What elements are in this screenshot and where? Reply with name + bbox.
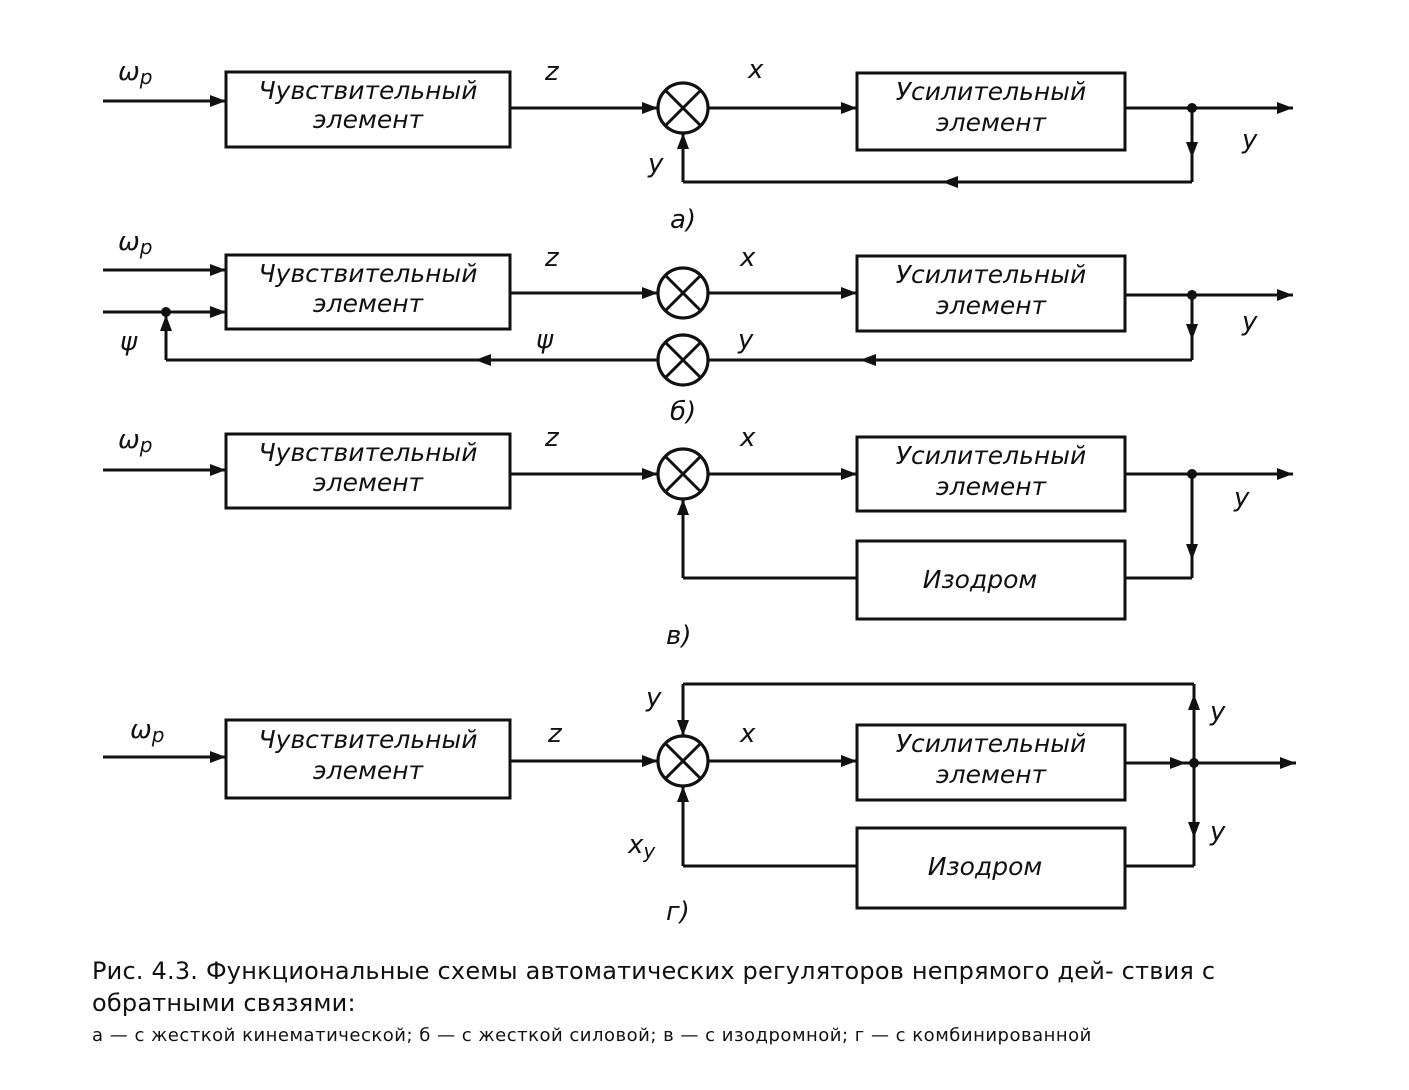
diagram-g: ωр Чувствительный элемент z x Усилительн…	[103, 682, 1296, 927]
arrowhead	[160, 315, 172, 331]
arrowhead	[1277, 289, 1293, 301]
arrowhead	[475, 354, 491, 366]
regulator-diagrams: ωр Чувствительный элемент z x Усилительн…	[103, 55, 1296, 927]
signal-z: z	[544, 243, 560, 273]
block-label: Чувствительный	[259, 438, 478, 467]
arrowhead	[1186, 544, 1198, 560]
signal-y: y	[645, 683, 662, 713]
signal-omega-p: ωр	[118, 227, 152, 259]
arrowhead	[860, 354, 876, 366]
block-label: Чувствительный	[259, 725, 478, 754]
arrowhead	[1170, 757, 1186, 769]
block-label: Изодром	[923, 565, 1038, 594]
arrowhead	[210, 306, 226, 318]
signal-y: y	[1209, 697, 1226, 727]
arrowhead	[1188, 694, 1200, 710]
block-label: элемент	[936, 108, 1048, 137]
signal-x: x	[739, 719, 756, 749]
arrowhead	[642, 755, 658, 767]
arrowhead	[841, 755, 857, 767]
signal-xy: xy	[627, 830, 656, 863]
diagram-b: ωр Чувствительный элемент z x Усилительн…	[103, 227, 1293, 427]
sensing-element-block	[224, 432, 512, 510]
figure-caption: Рис. 4.3. Функциональные схемы автоматич…	[92, 955, 1322, 1047]
junction-cross	[663, 454, 703, 494]
block-label: элемент	[936, 760, 1048, 789]
block-label: элемент	[313, 105, 425, 134]
block-label: элемент	[313, 756, 425, 785]
block-label: Усилительный	[896, 729, 1086, 758]
signal-x: x	[739, 423, 756, 453]
arrowhead	[1188, 822, 1200, 838]
signal-y: y	[1209, 817, 1226, 847]
arrowhead	[1277, 102, 1293, 114]
subfigure-label-b: б)	[670, 397, 696, 427]
signal-y: y	[1233, 483, 1250, 513]
diagram-a: ωр Чувствительный элемент z x Усилительн…	[103, 55, 1293, 235]
signal-psi: ψ	[536, 325, 554, 355]
signal-y: y	[1241, 125, 1258, 155]
signal-z: z	[544, 423, 560, 453]
arrowhead	[1186, 142, 1198, 158]
signal-y: y	[737, 325, 754, 355]
subfigure-label-v: в)	[666, 621, 691, 651]
sensing-element-block	[224, 718, 512, 800]
junction-cross	[663, 741, 703, 781]
signal-x: x	[739, 243, 756, 273]
block-label: элемент	[313, 289, 425, 318]
signal-x: x	[747, 55, 764, 85]
arrowhead	[942, 176, 958, 188]
block-label: Усилительный	[896, 77, 1086, 106]
arrowhead	[1280, 757, 1296, 769]
subfigure-label-g: г)	[666, 897, 690, 927]
signal-omega-p: ωр	[118, 57, 152, 89]
arrowhead	[642, 287, 658, 299]
isodrome-block	[855, 539, 1127, 621]
block-label: Усилительный	[896, 441, 1086, 470]
block-label: Чувствительный	[259, 259, 478, 288]
arrowhead	[642, 468, 658, 480]
arrowhead	[642, 102, 658, 114]
arrowhead	[841, 102, 857, 114]
caption-title: Рис. 4.3. Функциональные схемы автоматич…	[92, 957, 1216, 1017]
signal-z: z	[544, 57, 560, 87]
block-label: элемент	[936, 472, 1048, 501]
block-label: элемент	[936, 291, 1048, 320]
arrowhead	[210, 95, 226, 107]
arrowhead	[677, 720, 689, 736]
junction-cross	[663, 340, 703, 380]
arrowhead	[677, 499, 689, 515]
arrowhead	[210, 464, 226, 476]
amplifier-element-block	[855, 71, 1127, 152]
signal-y: y	[1241, 307, 1258, 337]
signal-y: y	[647, 149, 664, 179]
diagram-v: ωр Чувствительный элемент z x Усилительн…	[103, 423, 1293, 651]
subfigure-label-a: а)	[670, 205, 696, 235]
block-label: элемент	[313, 468, 425, 497]
arrowhead	[210, 264, 226, 276]
arrowhead	[677, 133, 689, 149]
arrowhead	[210, 751, 226, 763]
arrowhead	[841, 468, 857, 480]
caption-legend: а — с жесткой кинематической; б — с жест…	[92, 1025, 1092, 1046]
arrowhead	[841, 287, 857, 299]
signal-omega-p: ωр	[118, 425, 152, 457]
arrowhead	[677, 786, 689, 802]
signal-omega-p: ωр	[130, 715, 164, 747]
arrowhead	[1186, 324, 1198, 340]
block-label: Чувствительный	[259, 76, 478, 105]
signal-psi: ψ	[120, 327, 138, 357]
block-label: Усилительный	[896, 260, 1086, 289]
block-label: Изодром	[928, 852, 1043, 881]
junction-cross	[663, 273, 703, 313]
isodrome-block	[855, 826, 1127, 910]
signal-z: z	[547, 719, 563, 749]
arrowhead	[1277, 468, 1293, 480]
junction-cross	[663, 88, 703, 128]
